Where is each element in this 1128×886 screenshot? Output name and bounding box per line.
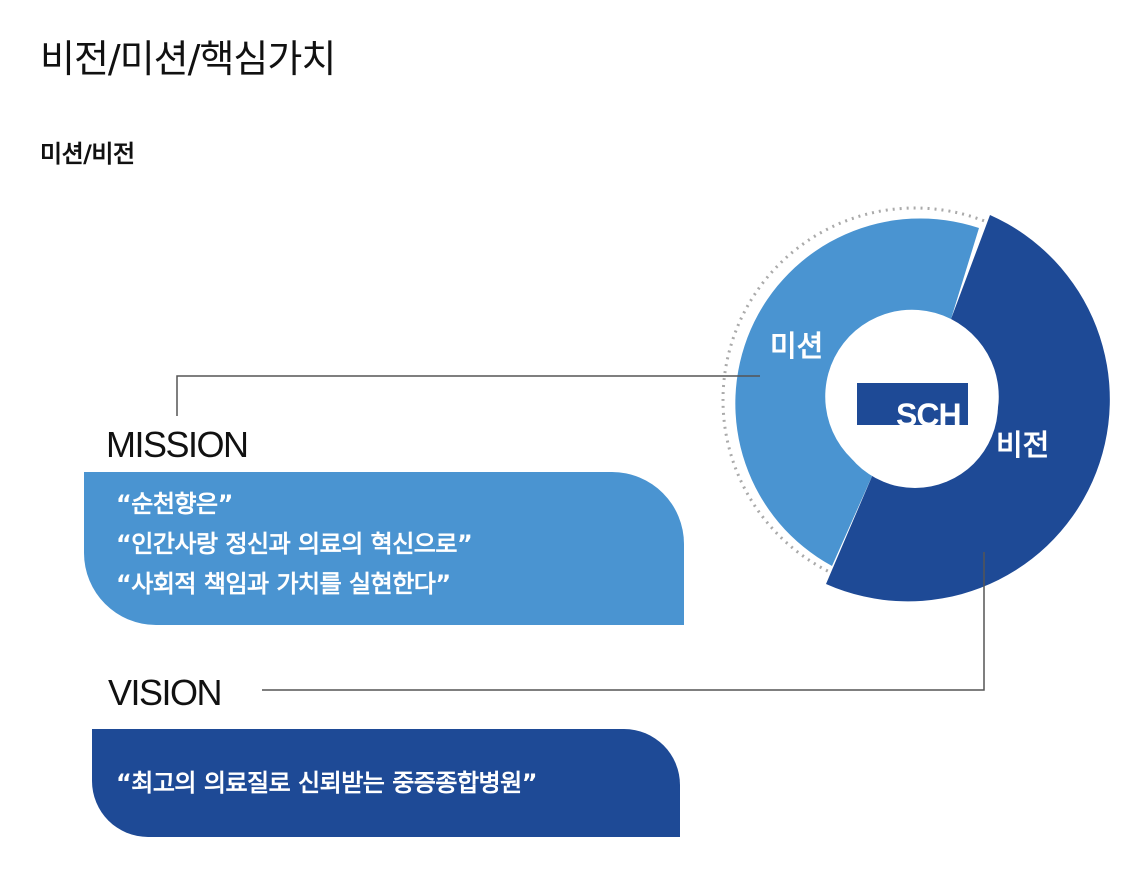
section-title: 미션/비전	[40, 140, 135, 168]
vision-connector-line	[262, 552, 985, 691]
page-title: 비전/미션/핵심가치	[40, 37, 336, 81]
mission-connector-line	[176, 375, 760, 416]
mission-line-3: “사회적 책임과 가치를 실현한다”	[116, 570, 451, 598]
sch-logo-text: SCH	[896, 397, 961, 433]
mission-ring-label: 미션	[770, 329, 823, 363]
mission-ring-segment	[735, 218, 979, 566]
mission-line-1: “순천향은”	[116, 490, 233, 518]
mission-heading: MISSION	[106, 424, 249, 465]
vision-statement-box: “최고의 의료질로 신뢰받는 중증종합병원”	[92, 729, 680, 837]
sch-logo-bar	[857, 383, 968, 425]
vision-ring-segment	[826, 215, 1110, 602]
mission-statement-box: “순천향은” “인간사랑 정신과 의료의 혁신으로” “사회적 책임과 가치를 …	[84, 472, 684, 625]
vision-heading: VISION	[108, 672, 223, 713]
vision-ring-label: 비전	[996, 428, 1049, 462]
vision-line-1: “최고의 의료질로 신뢰받는 중증종합병원”	[116, 769, 537, 797]
mission-line-2: “인간사랑 정신과 의료의 혁신으로”	[116, 530, 473, 558]
sch-logo: SCH	[857, 383, 968, 433]
